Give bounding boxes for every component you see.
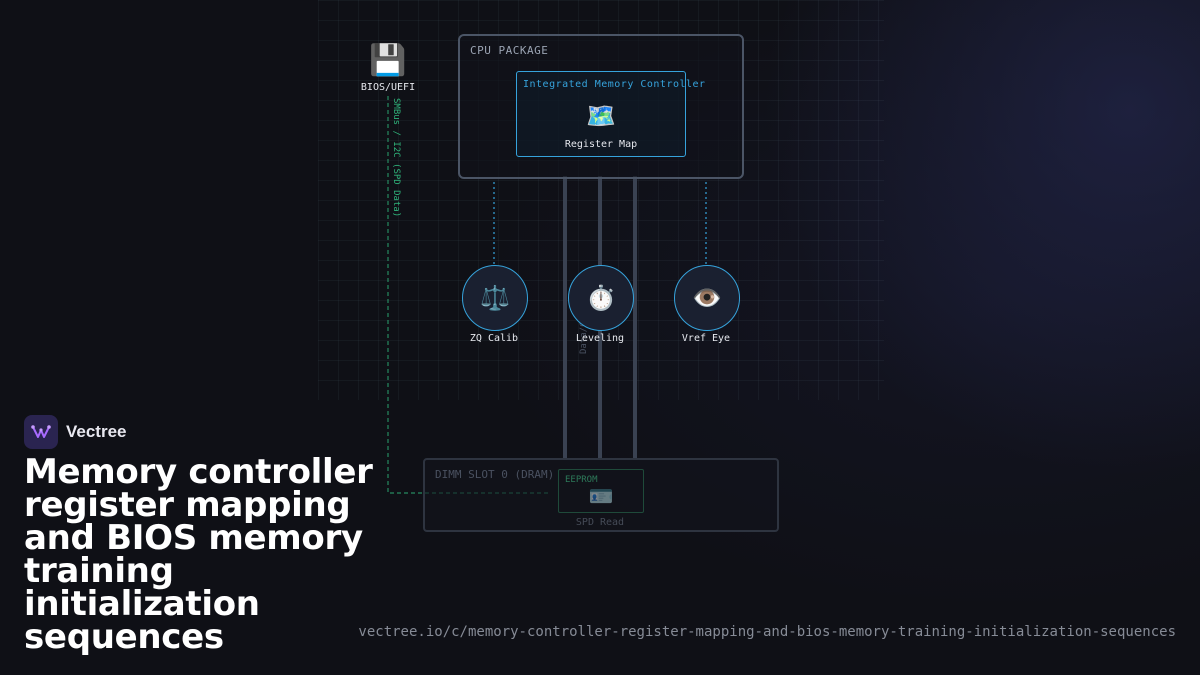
vref-eye-node: 👁️ (674, 265, 740, 331)
leveling-node: ⏱️ (568, 265, 634, 331)
dimm-slot-title: DIMM SLOT 0 (DRAM) (435, 468, 555, 481)
spd-read-label: SPD Read (575, 517, 625, 528)
dimm-slot: DIMM SLOT 0 (DRAM) EEPROM 🪪 SPD Read (423, 458, 779, 532)
floppy-disk-icon: 💾 (369, 43, 407, 78)
bios-node: 💾 BIOS/UEFI (358, 43, 418, 94)
brand: Vectree (24, 415, 127, 449)
balance-scale-icon: ⚖️ (480, 284, 510, 312)
zq-calib-node: ⚖️ (462, 265, 528, 331)
leveling-label: Leveling (575, 333, 625, 344)
eeprom-title: EEPROM (565, 475, 598, 485)
map-icon: 🗺️ (586, 102, 616, 130)
vectree-logo-icon (24, 415, 58, 449)
stopwatch-icon: ⏱️ (586, 284, 616, 312)
cpu-package: CPU PACKAGE Integrated Memory Controller… (458, 34, 744, 179)
eeprom-box: EEPROM 🪪 (558, 469, 644, 513)
eye-icon: 👁️ (692, 284, 722, 312)
cpu-package-title: CPU PACKAGE (470, 44, 549, 57)
register-map-label: Register Map (564, 139, 638, 150)
page-url: vectree.io/c/memory-controller-register-… (358, 624, 1176, 640)
vref-eye-label: Vref Eye (681, 333, 731, 344)
zq-calib-label: ZQ Calib (469, 333, 519, 344)
brand-name: Vectree (66, 422, 127, 441)
bios-label: BIOS/UEFI (360, 82, 416, 93)
id-card-icon: 🪪 (588, 484, 614, 508)
memory-controller-box: Integrated Memory Controller 🗺️ Register… (516, 71, 705, 157)
page-title: Memory controller register mapping and B… (24, 452, 373, 657)
memory-controller-title: Integrated Memory Controller (523, 79, 706, 90)
smbus-label: SMBus / I2C (SPD Data) (391, 98, 401, 217)
